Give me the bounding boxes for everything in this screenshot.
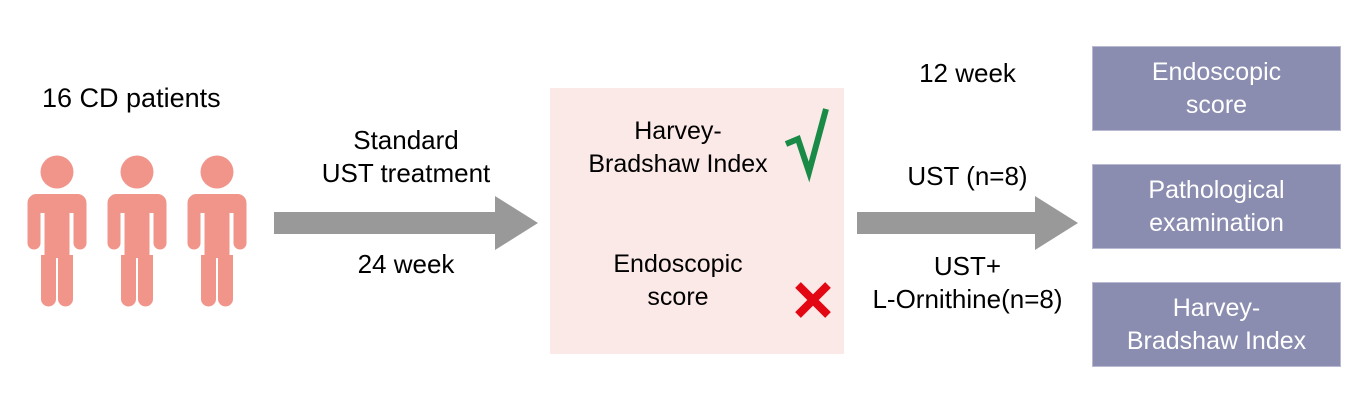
assessment-row-hbi: Harvey- Bradshaw Index [562, 115, 794, 181]
outcome-box-endoscopic-score: Endoscopic score [1092, 46, 1341, 131]
outcome-box-label: Endoscopic score [1152, 56, 1281, 122]
arrow-two-caption-below-line1: UST+ [933, 251, 1002, 281]
cross-mark-icon [793, 280, 833, 325]
assessment-row-endoscopic-line1: Endoscopic [613, 250, 743, 278]
right-arrow-icon [274, 196, 538, 250]
arrow-one-caption-line1: Standard [353, 125, 459, 155]
outcome-box-label-line1: Pathological [1148, 175, 1285, 204]
outcome-box-label-line2: Bradshaw Index [1126, 326, 1307, 355]
assessment-row-endoscopic-line2: score [647, 283, 709, 311]
arrow-two-caption-below-line2: L-Ornithine(n=8) [872, 284, 1063, 314]
outcome-box-pathological-examination: Pathological examination [1092, 164, 1341, 249]
arrow-two-caption-top: 12 week [919, 58, 1016, 88]
arrow-two-caption-above: UST (n=8) [907, 161, 1028, 191]
arrow-one-caption-line2: UST treatment [321, 158, 491, 188]
assessment-row-hbi-line2: Bradshaw Index [588, 150, 768, 178]
outcome-box-label: Harvey- Bradshaw Index [1127, 292, 1306, 358]
assessment-row-hbi-line1: Harvey- [634, 117, 722, 145]
person-icon [26, 155, 88, 307]
check-mark-icon [782, 106, 834, 189]
outcome-box-label-line2: score [1185, 90, 1248, 119]
outcome-box-label-line1: Harvey- [1172, 293, 1261, 322]
assessment-panel: Harvey- Bradshaw Index Endoscopic score [550, 88, 844, 354]
outcome-box-harvey-bradshaw-index: Harvey- Bradshaw Index [1092, 282, 1341, 367]
person-icon [186, 155, 248, 307]
assessment-row-endoscopic: Endoscopic score [562, 248, 794, 314]
arrow-one-caption-below: 24 week [357, 249, 455, 279]
outcome-box-label-line1: Endoscopic [1151, 57, 1282, 86]
outcome-box-label: Pathological examination [1148, 174, 1284, 240]
outcome-box-label-line2: examination [1149, 208, 1284, 237]
cohort-label: 16 CD patients [42, 83, 221, 113]
right-arrow-icon [857, 196, 1078, 250]
person-icon [106, 155, 168, 307]
